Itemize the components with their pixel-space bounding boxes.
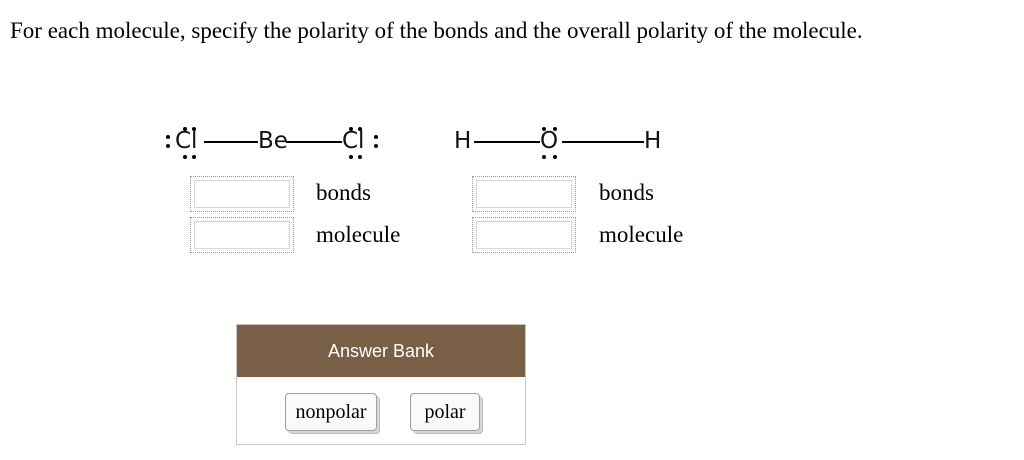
h2o-structure: H O H — [450, 126, 700, 166]
bond-be-cl — [286, 141, 342, 143]
lone-pair-dot — [358, 127, 362, 131]
h2o-bonds-drop-target[interactable] — [472, 176, 576, 212]
lone-pair-dot — [166, 135, 170, 139]
lone-pair-dot — [183, 127, 187, 131]
becl2-structure: Cl Be Cl — [160, 126, 430, 166]
bond-cl-be — [204, 141, 258, 143]
becl2-molecule-drop-target[interactable] — [190, 217, 294, 253]
answer-chip-polar[interactable]: polar — [410, 393, 480, 431]
lone-pair-dot — [542, 155, 546, 159]
answer-bank: Answer Bank nonpolar polar — [236, 324, 526, 445]
lone-pair-dot — [542, 127, 546, 131]
becl2-bonds-label: bonds — [316, 180, 371, 205]
atom-be: Be — [258, 128, 288, 154]
lone-pair-dot — [553, 127, 557, 131]
bond-o-h — [562, 141, 644, 143]
h2o-molecule-label: molecule — [599, 222, 684, 247]
lone-pair-dot — [374, 144, 378, 148]
lone-pair-dot — [349, 155, 353, 159]
answer-bank-title: Answer Bank — [327, 340, 435, 361]
bond-h-o — [474, 141, 540, 143]
becl2-molecule-label: molecule — [316, 222, 401, 247]
lone-pair-dot — [183, 155, 187, 159]
becl2-bonds-drop-target[interactable] — [190, 176, 294, 212]
lone-pair-dot — [349, 127, 353, 131]
lone-pair-dot — [374, 135, 378, 139]
lone-pair-dot — [358, 155, 362, 159]
lone-pair-dot — [553, 155, 557, 159]
atom-h-left: H — [454, 128, 472, 154]
atom-o: O — [540, 128, 559, 154]
atom-h-right: H — [644, 128, 662, 154]
lone-pair-dot — [166, 144, 170, 148]
h2o-bonds-label: bonds — [599, 180, 654, 205]
lone-pair-dot — [192, 127, 196, 131]
answer-bank-header: Answer Bank — [237, 325, 525, 377]
lone-pair-dot — [192, 155, 196, 159]
atom-cl-right: Cl — [342, 128, 365, 154]
answer-chip-nonpolar[interactable]: nonpolar — [285, 393, 377, 431]
question-text: For each molecule, specify the polarity … — [10, 18, 863, 43]
h2o-molecule-drop-target[interactable] — [472, 217, 576, 253]
atom-cl-left: Cl — [175, 128, 198, 154]
